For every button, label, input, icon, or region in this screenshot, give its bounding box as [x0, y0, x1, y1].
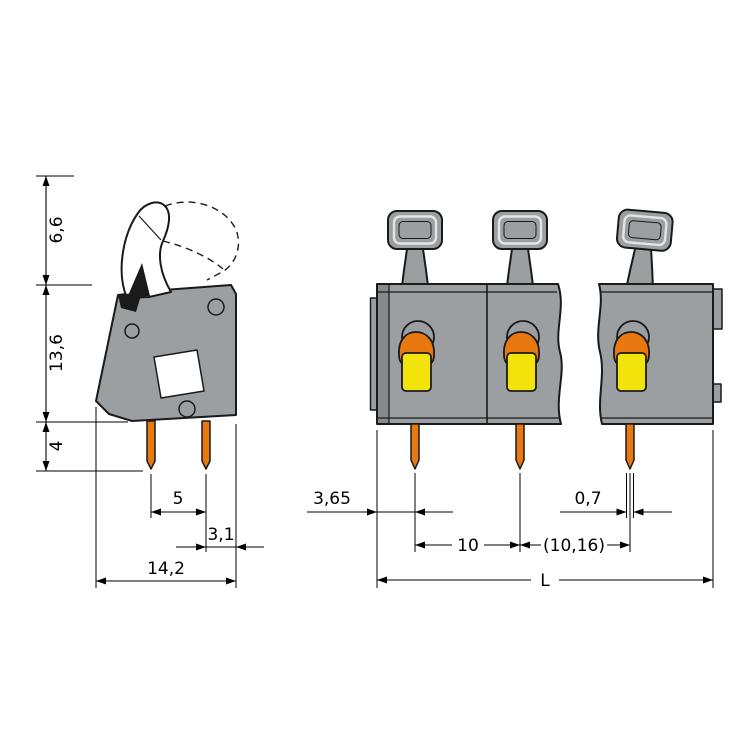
dim-overall-depth: 14,2	[96, 559, 236, 585]
dim-label-pin-pitch: 5	[173, 489, 184, 509]
arrowhead	[510, 541, 520, 549]
arrowhead	[42, 275, 50, 285]
arrowhead	[236, 543, 246, 551]
side-lever	[120, 201, 172, 299]
side-lever-phantom-outline	[164, 201, 240, 281]
arrowhead	[42, 176, 50, 186]
arrowhead	[377, 576, 387, 584]
dim-label-pin-width: 0,7	[574, 489, 601, 509]
dim-label-lever-height: 6,6	[47, 216, 67, 243]
side-solder-pin-1	[146, 420, 156, 470]
arrowhead	[620, 541, 630, 549]
front-lever-2-cap-inner	[497, 215, 543, 245]
dim-pole-pitch: 10	[415, 536, 520, 556]
side-cutout	[153, 349, 205, 399]
arrowhead	[151, 508, 161, 516]
side-hole-3	[178, 400, 196, 418]
side-hole-1	[124, 323, 140, 339]
side-solder-pin-2	[201, 420, 211, 470]
front-lever-3-stem	[625, 247, 654, 289]
side-lever-phantom-outline-2	[162, 240, 224, 270]
arrowhead	[42, 461, 50, 471]
front-lever-1	[387, 210, 443, 287]
dim-label-overall-length: L	[540, 571, 550, 591]
side-housing	[95, 284, 237, 422]
front-lever-3-cap-inner2	[627, 220, 662, 241]
dimensions-side: 6,6 13,6 4 5 3,1	[36, 175, 264, 588]
arrowhead	[415, 508, 425, 516]
arrowhead	[520, 541, 530, 549]
arrowhead	[633, 508, 644, 516]
dim-label-housing-height: 13,6	[47, 334, 67, 372]
front-lever-1-cap-inner2	[398, 221, 432, 239]
dim-pin-width: 0,7	[560, 489, 672, 516]
side-view	[95, 201, 240, 470]
front-lever-1-cap	[387, 210, 443, 250]
dim-pin-pitch: 5	[151, 489, 206, 516]
dim-label-pin-length: 4	[47, 441, 67, 452]
arrowhead	[196, 543, 206, 551]
dim-housing-height: 13,6	[42, 285, 67, 422]
dim-pole-pitch-variant: (10,16)	[520, 536, 630, 556]
extension-lines-side	[36, 175, 237, 588]
extension-lines-front	[376, 430, 714, 588]
front-solder-pin-2	[515, 423, 525, 470]
dim-pin-length: 4	[42, 422, 67, 471]
arrowhead	[703, 576, 713, 584]
arrowhead	[42, 412, 50, 422]
side-lever-detail-line	[138, 215, 162, 241]
actuator-2-window-yellow	[506, 352, 537, 392]
front-left-edge-shade	[378, 285, 389, 423]
front-lever-3-cap	[615, 208, 674, 252]
actuator-1-window-yellow	[401, 352, 432, 392]
arrowhead	[42, 285, 50, 295]
dim-label-pole-pitch: 10	[457, 536, 479, 556]
front-lever-2	[492, 210, 548, 287]
dim-overall-length: L	[377, 571, 713, 591]
front-solder-pin-3	[625, 423, 635, 470]
dim-label-edge-to-first-pin: 3,65	[313, 489, 351, 509]
arrowhead	[42, 422, 50, 432]
front-lever-3-cap-inner	[621, 214, 668, 247]
arrowhead	[226, 577, 236, 585]
side-hole-2	[207, 298, 225, 316]
front-solder-pin-1	[410, 423, 420, 470]
side-lever-wedge	[127, 263, 150, 298]
front-lever-2-cap-inner2	[503, 221, 537, 239]
arrowhead	[96, 577, 106, 585]
arrowhead	[616, 508, 627, 516]
arrowhead	[415, 541, 425, 549]
front-lever-3	[615, 208, 674, 289]
dim-edge-to-first-pin: 3,65	[307, 489, 453, 516]
front-lever-1-cap-inner	[392, 215, 438, 245]
front-actuator-3	[613, 320, 650, 392]
front-lever-1-stem	[401, 248, 429, 287]
side-lever-pivot	[118, 292, 142, 312]
front-lever-2-stem	[506, 248, 534, 287]
arrowhead	[196, 508, 206, 516]
dim-label-overall-depth: 14,2	[147, 559, 185, 579]
front-view	[369, 208, 723, 470]
front-actuator-1	[398, 320, 435, 392]
dim-lever-height: 6,6	[42, 176, 67, 285]
dim-label-pole-pitch-variant: (10,16)	[543, 536, 605, 556]
dimensions-front: 3,65 0,7 10 (10,16) L	[307, 430, 714, 591]
dim-label-pin-edge-offset: 3,1	[207, 525, 234, 545]
dim-pin-edge-offset: 3,1	[176, 525, 264, 551]
front-actuator-2	[503, 320, 540, 392]
actuator-3-window-yellow	[616, 352, 647, 392]
front-lever-2-cap	[492, 210, 548, 250]
arrowhead	[367, 508, 377, 516]
